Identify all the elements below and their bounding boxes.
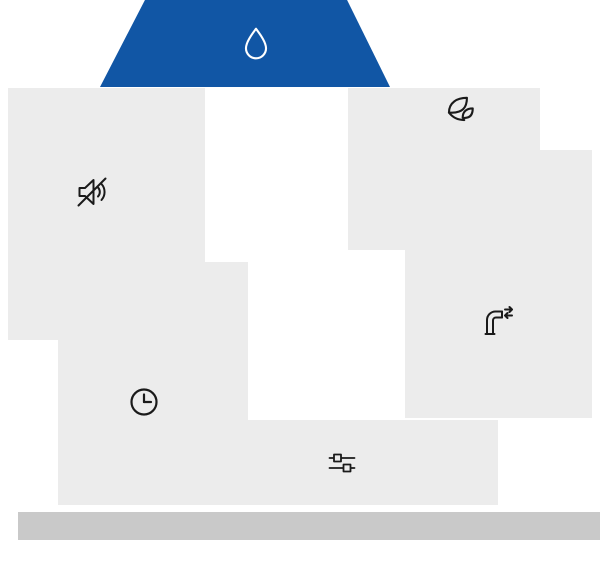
water-drop-icon [244,27,268,60]
pipe-swap-icon [484,306,513,335]
sliders-icon [328,453,356,473]
clock-icon [130,388,158,416]
tile-settings[interactable] [205,420,498,505]
tile-water-program[interactable] [100,0,390,87]
eco-leaves-icon [447,96,474,122]
bottom-bar [18,512,600,540]
tile-water-connection[interactable] [405,150,592,418]
mute-speaker-icon [77,177,107,207]
